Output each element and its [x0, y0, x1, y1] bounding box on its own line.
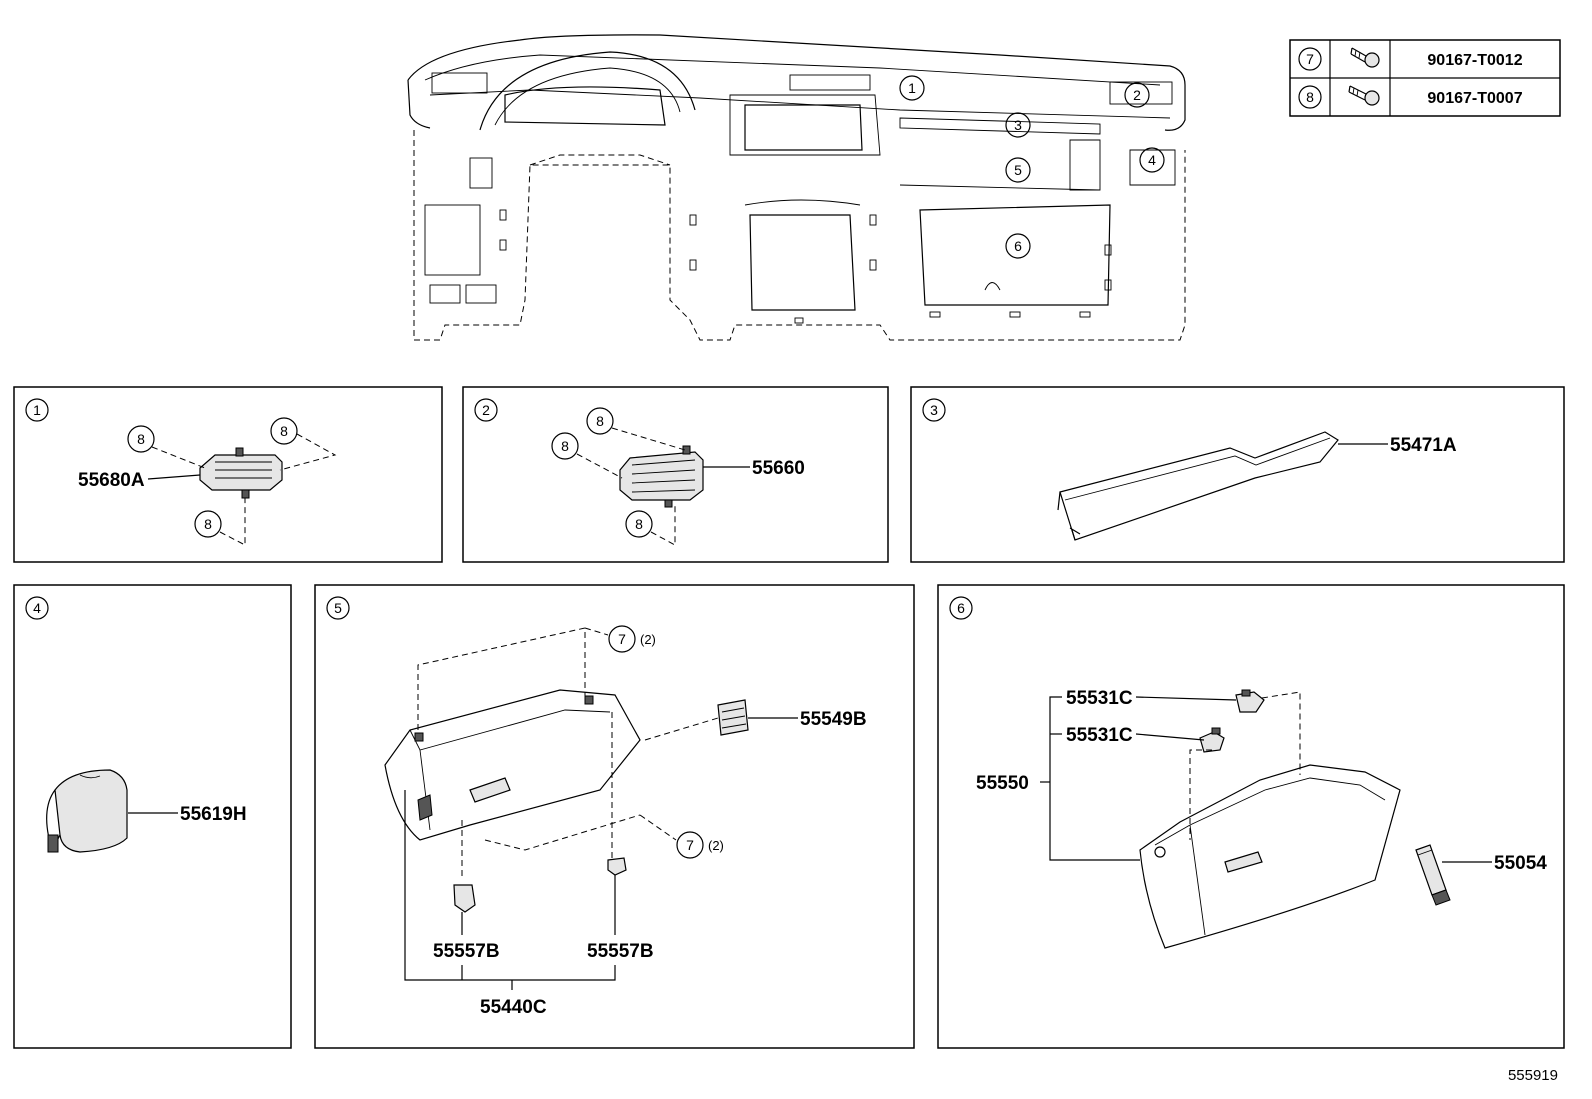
overview-callout-1: 1 [908, 80, 916, 96]
stopper-part [607, 857, 627, 876]
panel-6-id: 6 [957, 600, 965, 616]
glove-box-housing-part [384, 689, 641, 841]
cover-part [46, 769, 128, 853]
fastener-callout: 8 [596, 413, 604, 429]
side-vent-part [199, 447, 283, 499]
overview-callout-4: 4 [1148, 152, 1156, 168]
part-label-55440C: 55440C [480, 997, 547, 1018]
clip-part [1235, 689, 1265, 713]
diagram-reference-number: 555919 [1508, 1067, 1558, 1084]
fastener-qty: (2) [708, 838, 724, 853]
overview-callout-6: 6 [1014, 238, 1022, 254]
panel-1-id: 1 [33, 402, 41, 418]
panel-4: 4 55619H [13, 584, 292, 1049]
legend-num-8: 8 [1306, 89, 1314, 105]
fastener-callout: 7 [618, 631, 626, 647]
part-label-55054: 55054 [1494, 853, 1547, 874]
part-label-55557B: 55557B [587, 941, 654, 962]
panel-5-id: 5 [334, 600, 342, 616]
legend-num-7: 7 [1306, 51, 1314, 67]
clip-part [1199, 727, 1225, 753]
part-label-55531C: 55531C [1066, 725, 1133, 746]
screw-icon [1350, 47, 1380, 68]
panel-2: 2 55660 8 8 8 [462, 386, 889, 563]
part-label-55550: 55550 [976, 773, 1029, 794]
overview-callout-3: 3 [1014, 117, 1022, 133]
side-vent-part [619, 445, 704, 508]
dashboard-overview: 1 2 3 4 5 6 [407, 34, 1186, 341]
fastener-qty: (2) [640, 632, 656, 647]
fastener-callout: 8 [280, 423, 288, 439]
damper-part [1415, 844, 1451, 906]
panel-4-id: 4 [33, 600, 41, 616]
legend-part-7: 90167-T0012 [1427, 52, 1522, 69]
part-label-55660: 55660 [752, 458, 805, 479]
legend-part-8: 90167-T0007 [1427, 90, 1522, 107]
fastener-callout: 8 [635, 516, 643, 532]
panel-3-id: 3 [930, 402, 938, 418]
fastener-callout: 8 [561, 438, 569, 454]
fastener-callout: 8 [204, 516, 212, 532]
glove-box-door-part [1139, 764, 1401, 949]
fastener-callout: 8 [137, 431, 145, 447]
overview-callout-5: 5 [1014, 162, 1022, 178]
panel-5: 5 7 (2) 7 (2) 55549B [314, 584, 915, 1049]
stopper-part [453, 884, 476, 913]
fastener-legend: 7 8 90167-T0012 90167-T0007 [1289, 39, 1561, 117]
part-label-55471A: 55471A [1390, 435, 1457, 456]
fastener-callout: 7 [686, 837, 694, 853]
part-label-55557B: 55557B [433, 941, 500, 962]
trim-strip-part [1057, 431, 1339, 541]
part-label-55619H: 55619H [180, 804, 247, 825]
latch-part [717, 699, 749, 736]
part-label-55680A: 55680A [78, 470, 145, 491]
part-label-55531C: 55531C [1066, 688, 1133, 709]
overview-callout-2: 2 [1133, 87, 1141, 103]
panel-3: 3 55471A [910, 386, 1565, 563]
panel-2-id: 2 [482, 402, 490, 418]
screw-icon [1348, 85, 1380, 106]
panel-6: 6 55531C 55531C 55550 [937, 584, 1565, 1049]
panel-1: 1 55680A 8 8 8 [13, 386, 443, 563]
part-label-55549B: 55549B [800, 709, 867, 730]
